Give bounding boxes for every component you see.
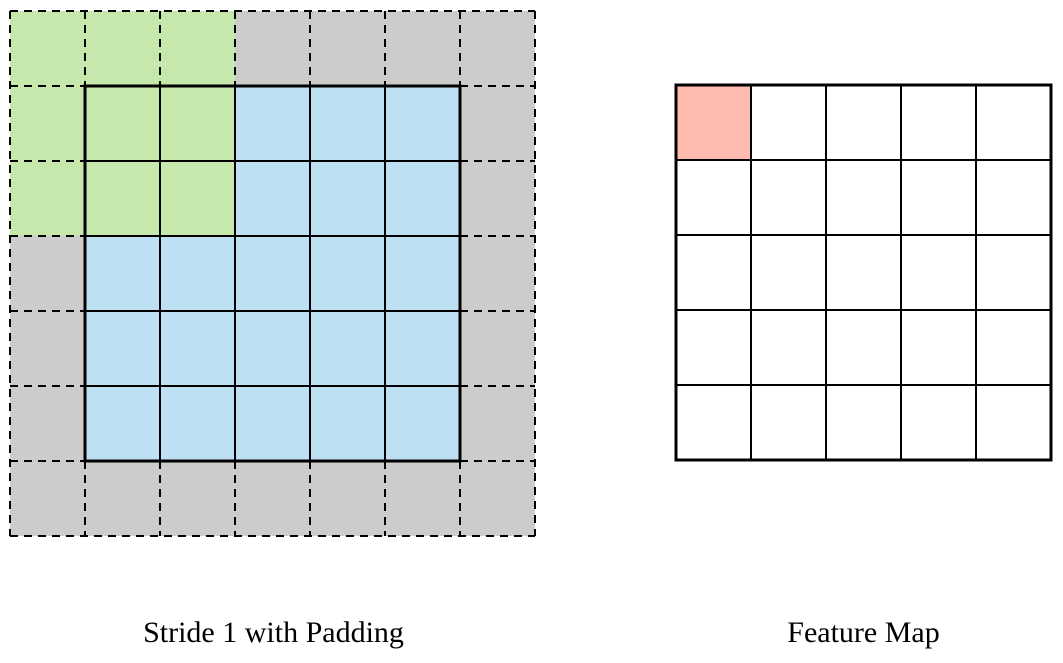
grid-cell-input (235, 311, 310, 386)
grid-cell-padding (460, 236, 535, 311)
grid-cell-padding (235, 11, 310, 86)
grid-cell-padding (460, 311, 535, 386)
grid-cell-empty (826, 385, 901, 460)
grid-cell-kernel (85, 11, 160, 86)
grid-cell-padding (10, 236, 85, 311)
grid-cell-input (385, 161, 460, 236)
grid-cell-empty (976, 235, 1051, 310)
grid-cell-padding (235, 461, 310, 536)
grid-cell-input (235, 86, 310, 161)
grid-cell-empty (901, 85, 976, 160)
grid-cell-input (310, 236, 385, 311)
grid-cell-padding (160, 461, 235, 536)
stride-padding-grid (9, 10, 536, 537)
grid-outline (674, 83, 1053, 462)
grid-cell-input (385, 86, 460, 161)
grid-cell-padding (10, 386, 85, 461)
grid-cell-empty (826, 235, 901, 310)
grid-cell-input (385, 311, 460, 386)
grid-cell-padding (460, 461, 535, 536)
grid-cell-input (310, 386, 385, 461)
grid-cell-input (85, 311, 160, 386)
inner-region-outline (83, 84, 462, 463)
grid-cell-empty (901, 310, 976, 385)
grid-cell-kernel (10, 11, 85, 86)
grid-cell-padding (460, 161, 535, 236)
grid-cell-padding (385, 461, 460, 536)
grid-cell-input (85, 236, 160, 311)
grid-cell-input (310, 311, 385, 386)
grid-cell-input (160, 311, 235, 386)
grid-cell-padding (310, 11, 385, 86)
grid-cell-kernel (10, 86, 85, 161)
grid-cell-empty (826, 310, 901, 385)
grid-cell-padding (460, 386, 535, 461)
feature-map-grid (674, 83, 1053, 462)
grid-cell-empty (676, 385, 751, 460)
grid-cell-padding (460, 86, 535, 161)
grid-cell-input (310, 86, 385, 161)
grid-cell-output (676, 85, 751, 160)
grid-cell-empty (676, 160, 751, 235)
grid-cell-input (235, 236, 310, 311)
grid-cell-empty (826, 85, 901, 160)
grid-cell-empty (976, 160, 1051, 235)
grid-cell-kernel (160, 161, 235, 236)
grid-cell-empty (976, 385, 1051, 460)
grid-cell-empty (751, 385, 826, 460)
grid-cell-empty (751, 235, 826, 310)
grid-cell-kernel (160, 86, 235, 161)
grid-cell-input (160, 236, 235, 311)
feature-map-label: Feature Map (787, 616, 940, 649)
grid-cell-empty (901, 385, 976, 460)
grid-cell-kernel (10, 161, 85, 236)
grid-cell-input (310, 161, 385, 236)
grid-cell-empty (901, 235, 976, 310)
grid-cell-empty (976, 310, 1051, 385)
grid-cell-kernel (160, 11, 235, 86)
grid-cell-kernel (85, 86, 160, 161)
grid-cell-empty (751, 160, 826, 235)
grid-cell-empty (676, 310, 751, 385)
grid-cell-input (235, 161, 310, 236)
grid-cell-padding (385, 11, 460, 86)
grid-cell-input (235, 386, 310, 461)
grid-cell-empty (826, 160, 901, 235)
grid-cell-input (385, 386, 460, 461)
grid-cell-padding (10, 311, 85, 386)
grid-cell-empty (751, 85, 826, 160)
grid-cell-padding (460, 11, 535, 86)
grid-cell-empty (976, 85, 1051, 160)
grid-cell-kernel (85, 161, 160, 236)
stride-padding-label: Stride 1 with Padding (143, 616, 404, 649)
grid-cell-padding (310, 461, 385, 536)
grid-cell-padding (10, 461, 85, 536)
grid-cell-input (385, 236, 460, 311)
grid-cell-padding (85, 461, 160, 536)
grid-cell-empty (676, 235, 751, 310)
grid-cell-input (85, 386, 160, 461)
grid-cell-input (160, 386, 235, 461)
grid-cell-empty (751, 310, 826, 385)
grid-cell-empty (901, 160, 976, 235)
